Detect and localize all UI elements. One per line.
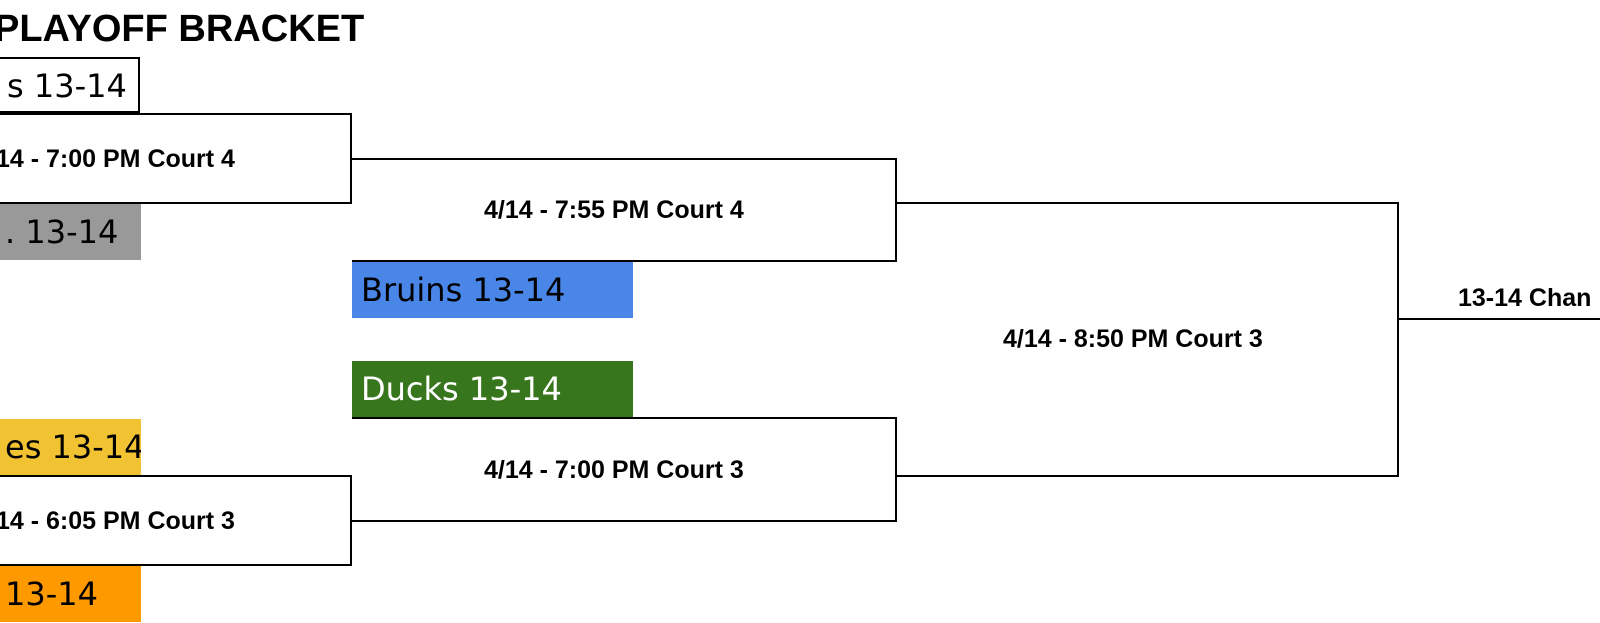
final-label: 13-14 Chan	[1458, 284, 1592, 312]
game-label-r2-bottom: 4/14 - 7:00 PM Court 3	[484, 456, 744, 484]
connector-r2-top-upper	[352, 158, 897, 160]
connector-semi-lower	[897, 475, 1399, 477]
connector-r2-bottom-upper	[352, 417, 897, 419]
team-slot-r1-bottom-b: 13-14	[0, 566, 141, 622]
team-slot-r2-top: Bruins 13-14	[352, 262, 633, 318]
game-label-r1-bottom: 14 - 6:05 PM Court 3	[0, 507, 235, 535]
team-name: 13-14	[5, 575, 98, 613]
team-slot-r1-bottom-a: es 13-14	[0, 419, 141, 475]
team-slot-r1-top-b: . 13-14	[0, 204, 141, 260]
connector-r2-top-right	[895, 158, 897, 262]
matchup-box-r1-bottom	[0, 475, 352, 566]
game-label-r2-top: 4/14 - 7:55 PM Court 4	[484, 196, 744, 224]
connector-semi-right	[1397, 202, 1399, 477]
page-title: PLAYOFF BRACKET	[0, 8, 365, 50]
team-name: Bruins 13-14	[361, 271, 566, 309]
connector-final	[1399, 318, 1600, 320]
team-slot-r2-bottom: Ducks 13-14	[352, 361, 633, 417]
team-name: es 13-14	[5, 428, 141, 466]
game-label-r1-top: 14 - 7:00 PM Court 4	[0, 145, 235, 173]
team-name: Ducks 13-14	[361, 370, 562, 408]
connector-semi-upper	[897, 202, 1399, 204]
connector-r2-bottom-right	[895, 417, 897, 522]
matchup-box-r1-top	[0, 113, 352, 204]
connector-r2-bottom-lower	[352, 520, 897, 522]
connector-r2-top-lower	[352, 260, 897, 262]
team-name: . 13-14	[5, 213, 119, 251]
team-name: s 13-14	[7, 67, 127, 105]
team-slot-r1-top-a: s 13-14	[0, 57, 140, 113]
game-label-semifinal: 4/14 - 8:50 PM Court 3	[1003, 325, 1263, 353]
